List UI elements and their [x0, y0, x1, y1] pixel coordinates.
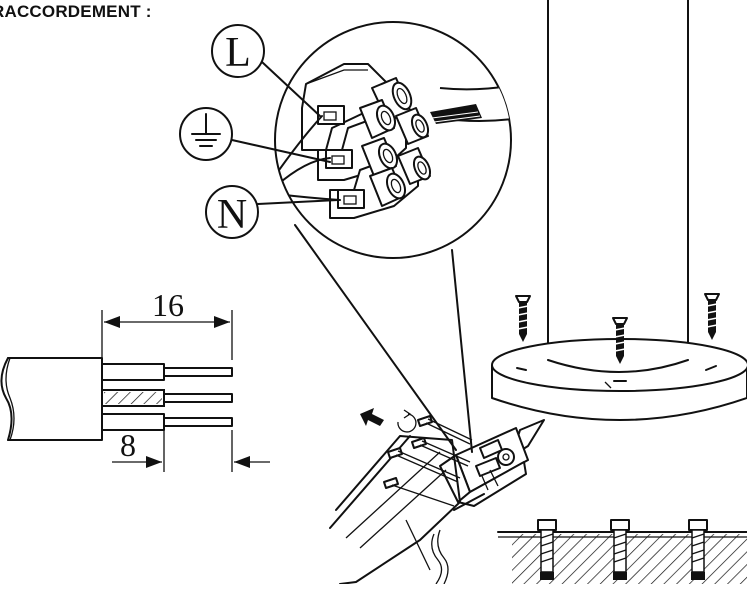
- live-terminal-marker: L: [211, 24, 321, 117]
- tilt-pins: [383, 415, 473, 507]
- diagram-title: RACCORDEMENT :: [0, 2, 152, 21]
- anchor-bolts: [537, 519, 708, 580]
- rotate-arrow-icon: [397, 409, 417, 433]
- strip-length-wire: 8: [120, 427, 136, 463]
- cable-strip-detail: 16 8: [0, 287, 270, 472]
- screw-left: [515, 295, 531, 342]
- junction-assembly: [439, 419, 545, 511]
- removal-arrow-icon: [360, 408, 384, 426]
- lamp-body: [329, 435, 461, 585]
- earth-terminal-marker: [179, 107, 331, 163]
- screw-center: [612, 317, 628, 364]
- zoom-line-right: [451, 249, 473, 453]
- live-terminal-label: L: [225, 30, 251, 76]
- screw-right: [704, 293, 720, 340]
- strip-length-total: 16: [152, 287, 184, 323]
- zoom-line-left: [294, 224, 457, 451]
- neutral-terminal-label: N: [217, 192, 247, 238]
- earth-ground-icon: [191, 113, 221, 147]
- neutral-terminal-marker: N: [205, 185, 339, 239]
- zoom-detail: [274, 21, 512, 259]
